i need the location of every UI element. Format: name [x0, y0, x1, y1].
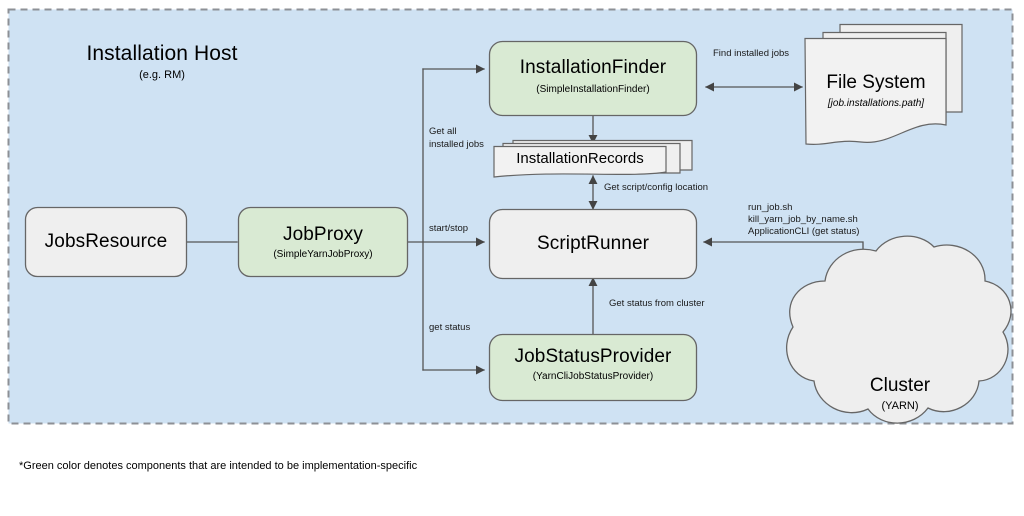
node-script-runner[interactable]	[488, 208, 698, 280]
node-installation-records[interactable]	[493, 139, 693, 178]
node-jobs-resource[interactable]	[24, 206, 188, 278]
node-file-system[interactable]	[804, 23, 963, 145]
node-job-status-provider[interactable]	[488, 333, 698, 402]
node-installation-finder[interactable]	[488, 40, 698, 117]
node-job-proxy[interactable]	[237, 206, 409, 278]
edge-jobproxy-trunk	[407, 68, 424, 371]
node-cluster[interactable]	[785, 235, 1012, 424]
footnote: *Green color denotes components that are…	[19, 460, 418, 472]
